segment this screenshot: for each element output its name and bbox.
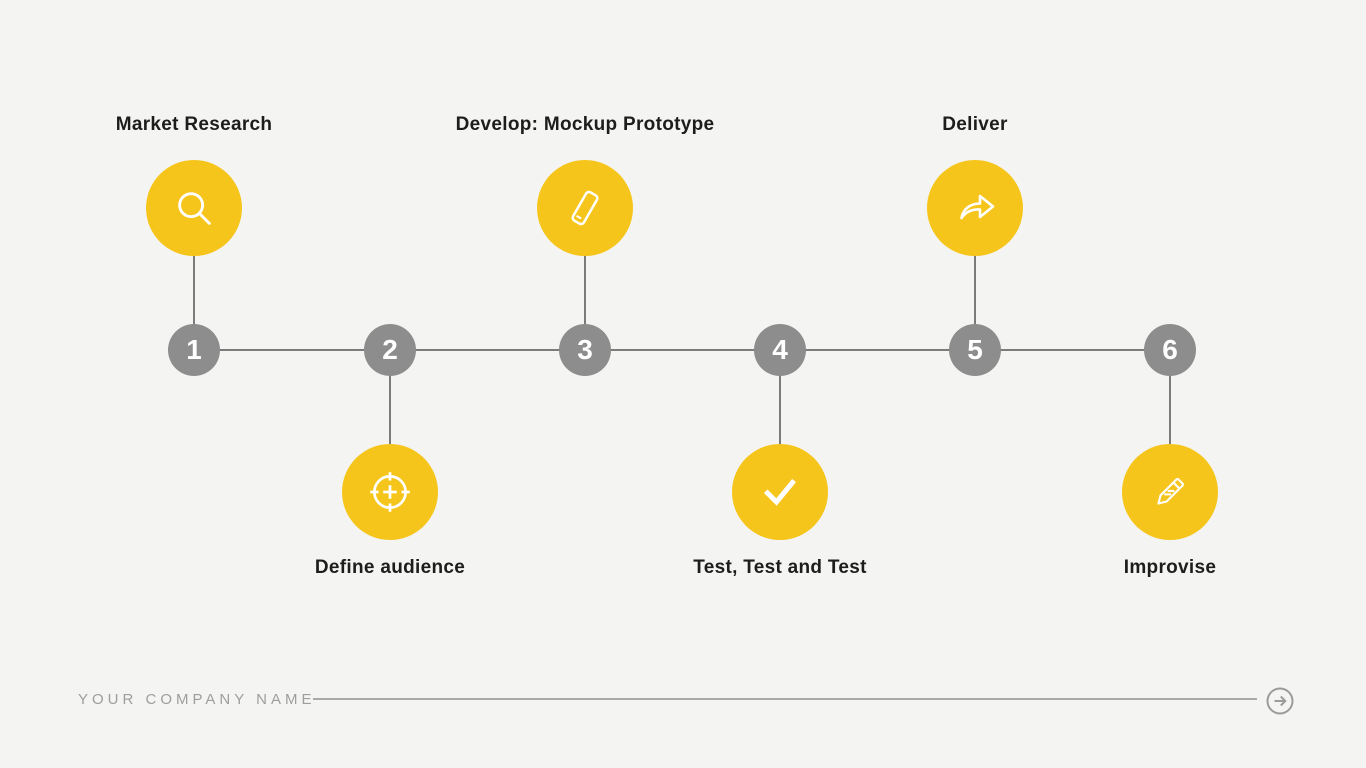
step-connector	[389, 375, 391, 447]
step-number: 4	[772, 334, 788, 365]
step-number-node: 3	[559, 324, 611, 376]
step-connector	[193, 253, 195, 325]
step-number-node: 4	[754, 324, 806, 376]
smartphone-icon	[562, 185, 608, 231]
step-number-node: 6	[1144, 324, 1196, 376]
timeline-axis	[194, 349, 1171, 351]
step-number-node: 5	[949, 324, 1001, 376]
step-connector	[779, 375, 781, 447]
step-number: 1	[186, 334, 202, 365]
step-icon-bubble	[342, 444, 438, 540]
step-icon-bubble	[732, 444, 828, 540]
step-connector	[974, 253, 976, 325]
circle-arrow-right-icon	[1265, 686, 1295, 716]
step-label: Develop: Mockup Prototype	[455, 114, 715, 135]
footer-divider	[313, 698, 1257, 700]
step-label: Deliver	[942, 114, 1008, 135]
step-icon-bubble	[537, 160, 633, 256]
step-connector	[1169, 375, 1171, 447]
step-icon-bubble	[927, 160, 1023, 256]
step-number: 2	[382, 334, 398, 365]
company-name: YOUR COMPANY NAME	[78, 691, 316, 708]
step-connector	[584, 253, 586, 325]
checkmark-icon	[756, 468, 804, 516]
pencil-icon	[1147, 469, 1193, 515]
step-label: Define audience	[314, 557, 466, 578]
step-number: 3	[577, 334, 593, 365]
step-number: 5	[967, 334, 983, 365]
step-icon-bubble	[1122, 444, 1218, 540]
step-icon-bubble	[146, 160, 242, 256]
step-number-node: 2	[364, 324, 416, 376]
step-number: 6	[1162, 334, 1178, 365]
step-number-node: 1	[168, 324, 220, 376]
step-label: Market Research	[115, 114, 273, 135]
step-label: Test, Test and Test	[693, 557, 867, 578]
step-label: Improvise	[1123, 557, 1217, 578]
search-icon	[171, 185, 217, 231]
target-icon	[365, 467, 415, 517]
share-arrow-icon	[951, 184, 999, 232]
